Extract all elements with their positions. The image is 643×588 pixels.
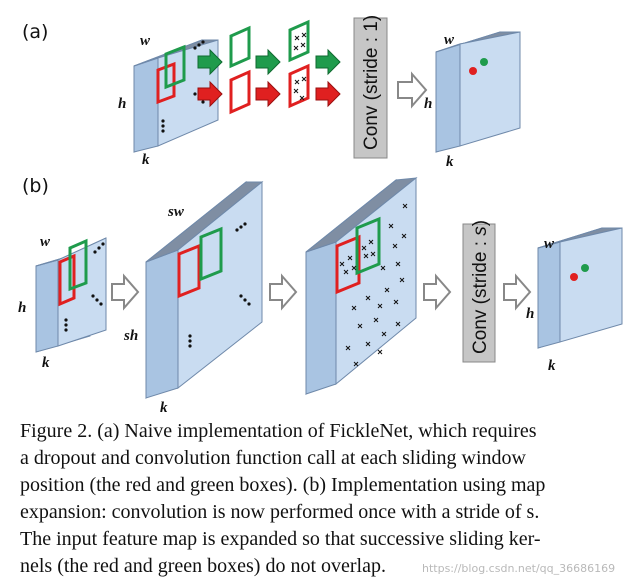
caption-line: The input feature map is expanded so tha… [20, 528, 541, 550]
caption-line: a dropout and convolution function call … [20, 447, 526, 469]
panel-b-hollow-arrow-3 [423, 273, 452, 311]
panel-b-output-w-label: w [544, 236, 555, 252]
panel-a-output-w-label: w [444, 32, 455, 48]
panel-a-output-h-label: h [424, 96, 432, 112]
panel-b-hollow-arrow-4 [503, 273, 532, 311]
watermark: https://blog.csdn.net/qq_36686169 [422, 562, 616, 575]
panel-a-output-feature-map [435, 31, 521, 153]
panel-b-conv-box: Conv (stride : s) [462, 220, 496, 363]
caption-line: position (the red and green boxes). (b) … [20, 474, 546, 496]
panel-a-conv-label: Conv (stride : 1) [361, 15, 382, 150]
panel-a-input-feature-map [133, 39, 219, 153]
figure-caption: Figure 2. (a) Naive implementation of Fi… [20, 418, 632, 580]
panel-b-label: (b) [22, 175, 49, 197]
panel-b-conv-label: Conv (stride : s) [470, 220, 491, 354]
panel-b-input-w-label: w [40, 234, 51, 250]
panel-b-input-h-label: h [18, 300, 26, 316]
panel-b-output-k-label: k [548, 358, 556, 374]
fickle-net-diagram: (a) w h k [18, 15, 623, 416]
caption-line: Figure 2. (a) Naive implementation of Fi… [20, 420, 537, 442]
panel-a-red-row [197, 63, 341, 115]
panel-b-hollow-arrow-1 [111, 273, 140, 311]
panel-b-hollow-arrow-2 [269, 273, 298, 311]
dots [161, 40, 205, 133]
panel-b-expanded-sw-label: sw [167, 204, 185, 220]
caption-line: nels (the red and green boxes) do not ov… [20, 555, 386, 577]
panel-a-input-k-label: k [142, 152, 150, 168]
panel-a-hollow-arrow [397, 71, 428, 109]
panel-b-output-h-label: h [526, 306, 534, 322]
panel-b-expanded-sh-label: sh [123, 328, 138, 344]
panel-b-input-k-label: k [42, 355, 50, 371]
panel-a-input-w-label: w [140, 33, 151, 49]
caption-line: expansion: convolution is now performed … [20, 501, 540, 523]
panel-a-output-k-label: k [446, 154, 454, 170]
panel-a-label: (a) [22, 21, 48, 43]
panel-b-expanded-k-label: k [160, 400, 168, 416]
panel-b-expanded-feature-map [145, 180, 264, 400]
panel-b-conv-label-prefix: Conv (stride : [470, 236, 491, 354]
panel-b-input-feature-map [35, 237, 107, 353]
panel-a-conv-box: Conv (stride : 1) [353, 15, 388, 159]
panel-b-dropout-feature-map [305, 176, 418, 396]
panel-a-input-h-label: h [118, 96, 126, 112]
panel-b-conv-label-stride: s [470, 226, 491, 236]
panel-a-green-row [197, 19, 341, 76]
panel-b-output-feature-map [537, 227, 623, 349]
panel-b-conv-label-suffix: ) [470, 220, 491, 226]
